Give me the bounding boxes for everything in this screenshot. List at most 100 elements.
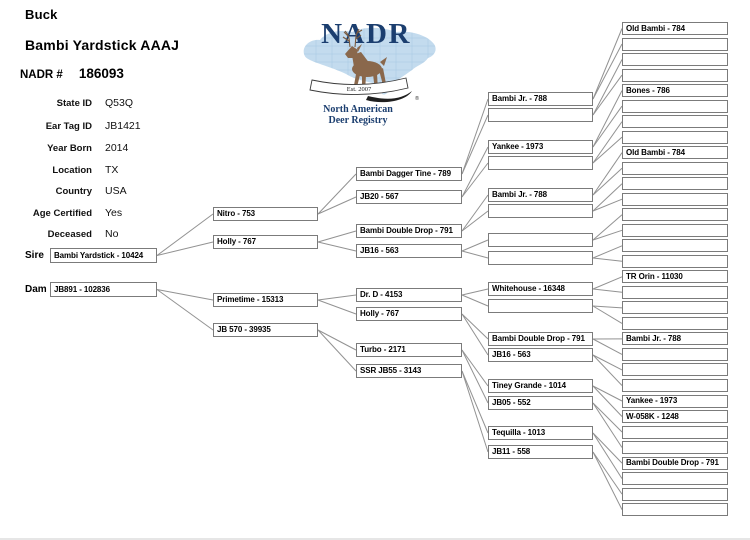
pedigree-box: Turbo - 2171 [356, 343, 462, 357]
pedigree-connector [592, 451, 623, 495]
pedigree-connector [461, 146, 489, 198]
pedigree-connector [592, 451, 623, 510]
pedigree-connector [592, 305, 623, 309]
pedigree-box-empty [488, 233, 593, 247]
established-text: Est. 2007 [347, 86, 372, 93]
pedigree-connector [592, 432, 623, 464]
pedigree-box: Bambi Double Drop - 791 [488, 332, 593, 346]
pedigree-box: Tequilla - 1013 [488, 426, 593, 440]
pedigree-connector [461, 114, 489, 175]
field-value: USA [105, 185, 127, 197]
pedigree-connector [317, 173, 357, 215]
pedigree-box: Bambi Double Drop - 791 [356, 224, 462, 238]
pedigree-connector [461, 288, 489, 296]
pedigree-connector [592, 198, 623, 212]
pedigree-box: JB 570 - 39935 [213, 323, 318, 337]
pedigree-box: Bambi Dagger Tine - 789 [356, 167, 462, 181]
pedigree-box-empty [622, 177, 728, 191]
pedigree-box-empty [622, 239, 728, 253]
pedigree-connector [156, 289, 214, 331]
pedigree-box: Bambi Jr. - 788 [622, 332, 728, 346]
field-value: No [105, 228, 119, 240]
pedigree-connector [592, 43, 623, 100]
pedigree-connector [461, 370, 489, 453]
pedigree-box-empty [622, 472, 728, 486]
animal-name: Bambi Yardstick AAAJ [25, 37, 180, 53]
pedigree-box: Whitehouse - 16348 [488, 282, 593, 296]
deer-icon [342, 28, 387, 92]
field-value: 2014 [105, 142, 129, 154]
pedigree-box: Nitro - 753 [213, 207, 318, 221]
ribbon-flourish [366, 91, 412, 103]
pedigree-connector [592, 245, 623, 259]
pedigree-box-empty [622, 223, 728, 237]
pedigree-box-empty [622, 301, 728, 315]
pedigree-connector [461, 313, 489, 340]
pedigree-connector [461, 162, 489, 198]
registered-mark: ® [415, 95, 419, 102]
field-label: State ID [56, 98, 92, 109]
pedigree-connector [592, 105, 623, 148]
pedigree-box: W-058K - 1248 [622, 410, 728, 423]
pedigree-box: Yankee - 1973 [622, 394, 728, 408]
pedigree-box: JB20 - 567 [356, 190, 462, 204]
pedigree-box-empty [622, 208, 728, 222]
field-value: Yes [105, 207, 123, 219]
field-label: Location [52, 165, 92, 176]
pedigree-connector [592, 288, 623, 293]
pedigree-connector [461, 313, 489, 356]
pedigree-box: Old Bambi - 784 [622, 146, 728, 160]
pedigree-connector [592, 90, 623, 148]
pedigree-box-empty [622, 379, 728, 392]
dam-box: JB891 - 102836 [50, 282, 157, 297]
field-label: Year Born [47, 143, 92, 154]
pedigree-connector [592, 385, 623, 417]
pedigree-box-empty [622, 316, 728, 330]
pedigree-connector [461, 194, 489, 232]
pedigree-connector [461, 210, 489, 232]
pedigree-box: Holly - 767 [356, 307, 462, 321]
pedigree-connector [461, 294, 489, 307]
pedigree-connector [317, 241, 357, 252]
pedigree-box-empty [622, 192, 728, 206]
pedigree-box-empty [622, 363, 728, 377]
pedigree-connector [592, 432, 623, 479]
pedigree-box-empty [622, 347, 728, 361]
pedigree-connector [592, 402, 623, 433]
pedigree-connector [592, 385, 623, 402]
registry-name-line1: North American [323, 104, 393, 115]
registry-name-line2: Deer Registry [329, 115, 388, 126]
pedigree-box-empty [622, 161, 728, 175]
pedigree-box: Bones - 786 [622, 84, 728, 98]
pedigree-connector [592, 354, 623, 371]
pedigree-connector [461, 349, 489, 404]
pedigree-box-empty [622, 53, 728, 66]
pedigree-connector [592, 74, 623, 116]
pedigree-box: JB16 - 563 [488, 348, 593, 362]
species-title: Buck [25, 7, 58, 22]
pedigree-connector [461, 370, 489, 434]
nadr-number-label: NADR # [20, 69, 63, 81]
pedigree-connector [592, 402, 623, 448]
pedigree-box: Bambi Jr. - 788 [488, 92, 593, 106]
pedigree-connector [592, 152, 623, 196]
pedigree-connector [592, 305, 623, 324]
sire-box: Bambi Yardstick - 10424 [50, 248, 157, 263]
pedigree-connector [156, 289, 214, 301]
pedigree-connector [592, 214, 623, 241]
pedigree-connector [592, 183, 623, 212]
pedigree-connector [592, 276, 623, 290]
field-value: Q53Q [105, 97, 134, 109]
nadr-acronym: NADR [321, 18, 411, 50]
nadr-number-row: NADR #186093 [20, 65, 124, 83]
field-row-state-id: State ID Q53Q [0, 93, 133, 111]
pedigree-box: Holly - 767 [213, 235, 318, 249]
pedigree-connector [592, 28, 623, 100]
field-value: JB1421 [105, 120, 141, 132]
pedigree-box-empty [622, 254, 728, 268]
